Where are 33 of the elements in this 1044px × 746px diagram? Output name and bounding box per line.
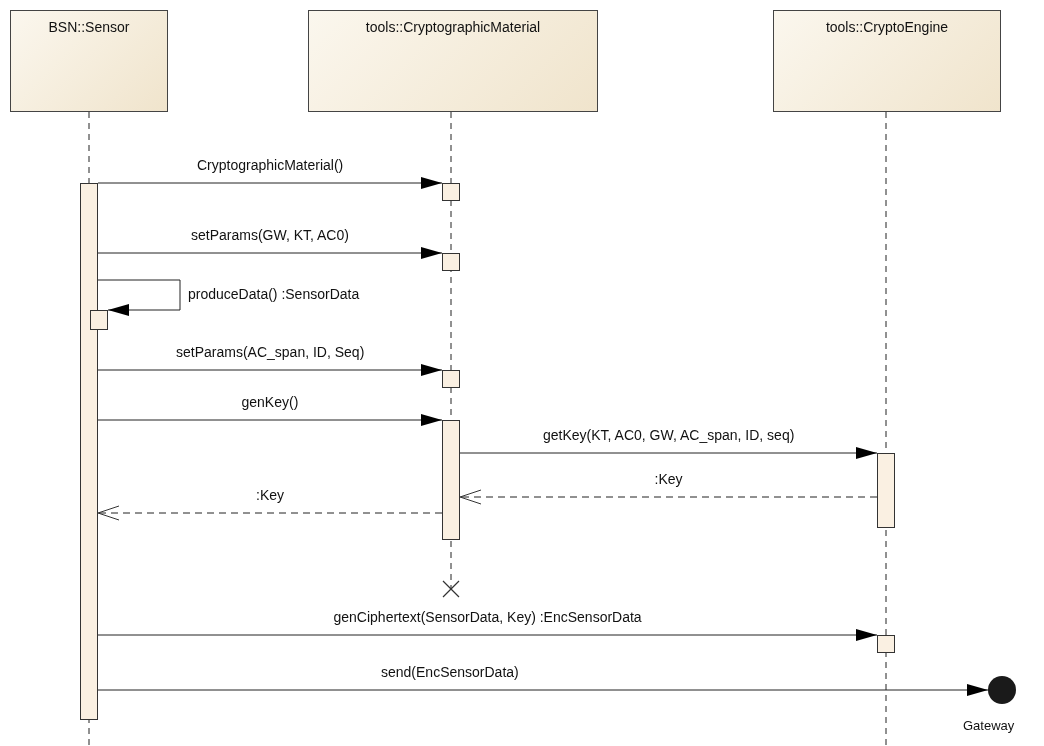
message-label: :Key bbox=[254, 487, 286, 503]
message-label: genCiphertext(SensorData, Key) :EncSensorData bbox=[331, 609, 644, 625]
message-arrow bbox=[97, 177, 443, 189]
activation-bar bbox=[90, 310, 108, 330]
message-label: genKey() bbox=[239, 394, 301, 410]
message-arrow bbox=[97, 364, 443, 376]
activation-bar bbox=[442, 183, 460, 201]
activation-bar bbox=[877, 635, 895, 653]
message-label: CryptographicMaterial() bbox=[195, 157, 346, 173]
end-point-circle bbox=[988, 676, 1016, 704]
message-label: setParams(GW, KT, AC0) bbox=[189, 227, 351, 243]
message-label: getKey(KT, AC0, GW, AC_span, ID, seq) bbox=[541, 427, 797, 443]
activation-bar bbox=[442, 420, 460, 540]
lifeline-header: BSN::Sensor bbox=[10, 10, 168, 112]
message-arrow bbox=[97, 247, 443, 259]
activation-bar bbox=[80, 183, 98, 720]
message-label: setParams(AC_span, ID, Seq) bbox=[174, 344, 367, 360]
message-label: send(EncSensorData) bbox=[379, 664, 521, 680]
message-label: produceData() :SensorData bbox=[186, 286, 362, 302]
message-arrow bbox=[459, 447, 878, 459]
lifeline-header: tools::CryptographicMaterial bbox=[308, 10, 598, 112]
lifeline-header: tools::CryptoEngine bbox=[773, 10, 1001, 112]
message-arrow bbox=[97, 279, 181, 316]
return-message-arrow bbox=[459, 489, 878, 505]
node-label: Gateway bbox=[963, 718, 1015, 733]
message-label: :Key bbox=[652, 471, 685, 487]
message-arrow bbox=[97, 414, 443, 426]
return-message-arrow bbox=[97, 505, 443, 521]
message-arrow bbox=[97, 629, 878, 641]
activation-bar bbox=[442, 370, 460, 388]
activation-bar bbox=[877, 453, 895, 528]
activation-bar bbox=[442, 253, 460, 271]
message-arrow bbox=[97, 684, 989, 696]
